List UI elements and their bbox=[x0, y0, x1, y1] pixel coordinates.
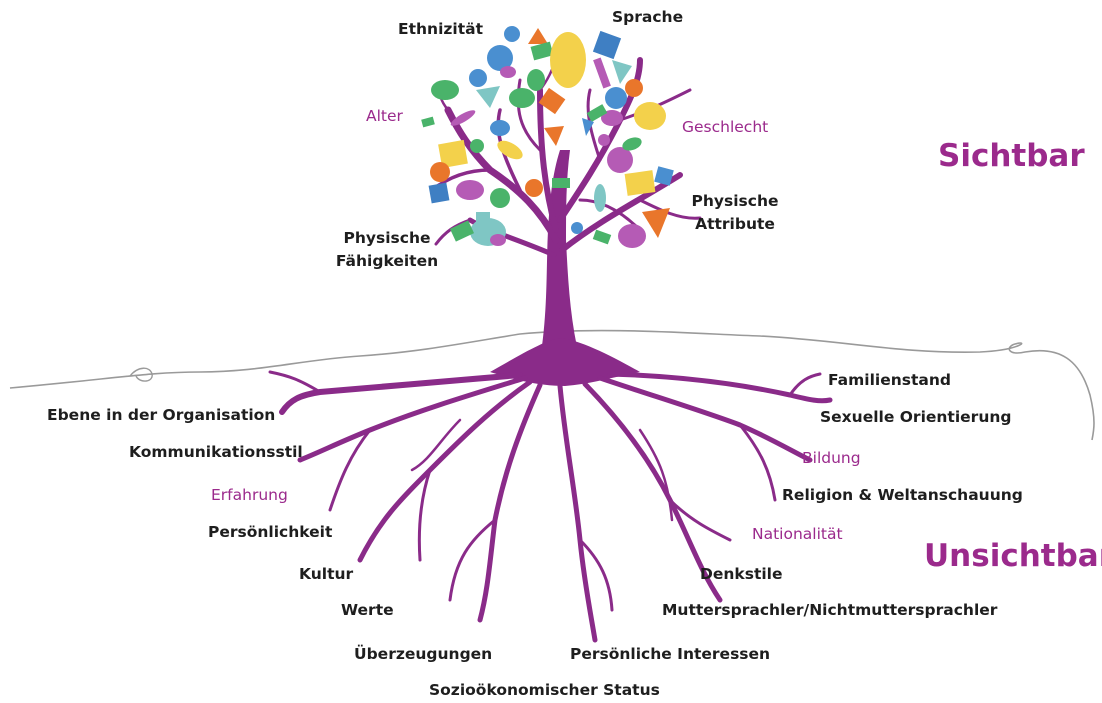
label-denkstile: Denkstile bbox=[700, 563, 783, 585]
label-bildung: Bildung bbox=[802, 447, 861, 469]
label-ethnizitaet: Ethnizität bbox=[398, 18, 483, 40]
label-familienstand: Familienstand bbox=[828, 369, 951, 391]
label-religion: Religion & Weltanschauung bbox=[782, 484, 1023, 506]
label-nationalitaet: Nationalität bbox=[752, 523, 843, 545]
label-ebene-organisation: Ebene in der Organisation bbox=[47, 404, 275, 426]
label-soziooekonomisch: Sozioökonomischer Status bbox=[429, 679, 660, 701]
label-persoenlichkeit: Persönlichkeit bbox=[208, 521, 332, 543]
label-geschlecht: Geschlecht bbox=[682, 116, 768, 138]
label-alter: Alter bbox=[366, 105, 403, 127]
label-physische-attribute: Physische Attribute bbox=[680, 190, 790, 236]
heading-unsichtbar: Unsichtbar bbox=[924, 538, 1102, 574]
label-kultur: Kultur bbox=[299, 563, 353, 585]
label-sexuelle-orientierung: Sexuelle Orientierung bbox=[820, 406, 1011, 428]
label-ueberzeugungen: Überzeugungen bbox=[354, 643, 492, 665]
heading-sichtbar: Sichtbar bbox=[938, 138, 1085, 174]
label-werte: Werte bbox=[341, 599, 394, 621]
label-interessen: Persönliche Interessen bbox=[570, 643, 770, 665]
label-physische-faehigkeiten: Physische Fähigkeiten bbox=[322, 227, 452, 273]
label-sprache: Sprache bbox=[612, 6, 683, 28]
label-erfahrung: Erfahrung bbox=[211, 484, 288, 506]
tree-leaves bbox=[421, 26, 674, 248]
label-kommunikationsstil: Kommunikationsstil bbox=[129, 441, 303, 463]
label-muttersprachler: Muttersprachler/Nichtmuttersprachler bbox=[662, 599, 997, 621]
